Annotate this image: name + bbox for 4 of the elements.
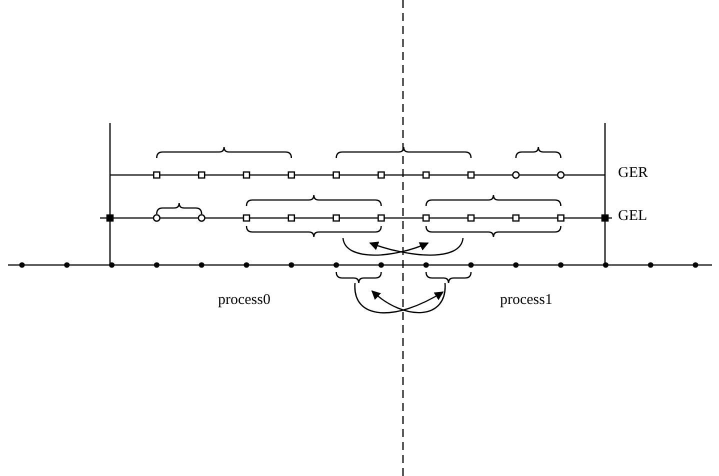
region-label: process0 <box>218 292 270 309</box>
row-label: GEL <box>618 208 648 225</box>
row-label: GER <box>618 165 648 182</box>
region-label: process1 <box>500 292 552 309</box>
